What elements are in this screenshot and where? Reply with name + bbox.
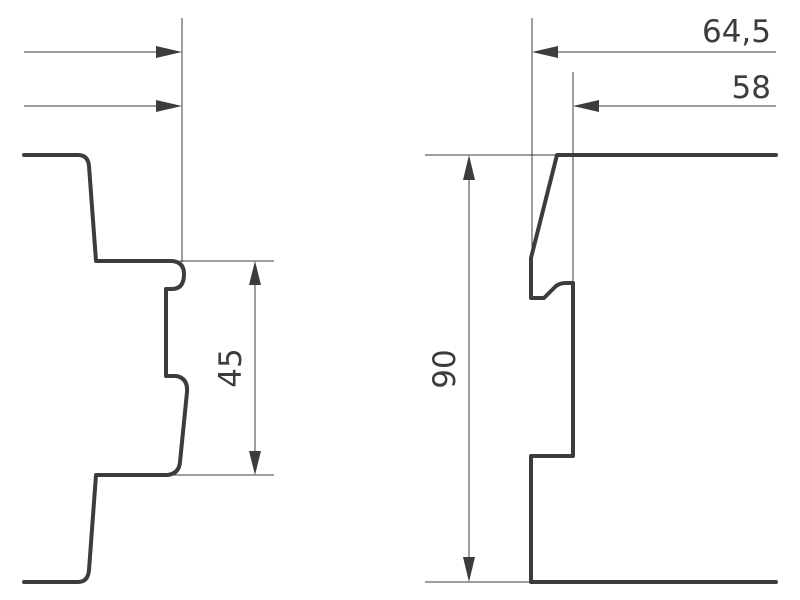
dim-45-arrowhead-bottom	[249, 451, 261, 475]
left-arrowhead-second	[156, 100, 182, 112]
left-arrowhead-top	[156, 46, 182, 58]
dim-64-5-label: 64,5	[702, 14, 771, 50]
dim-90-arrowhead-bottom	[463, 557, 475, 582]
dim-58-arrowhead	[573, 100, 599, 112]
dim-45-arrowhead-top	[249, 261, 261, 285]
right-front-profile-outline	[529, 153, 778, 584]
dim-58-label: 58	[732, 70, 771, 106]
left-side-profile-outline	[22, 153, 190, 584]
dim-45-label: 45	[213, 348, 249, 387]
dim-64-5-arrowhead	[532, 46, 558, 58]
dim-90-arrowhead-top	[463, 155, 475, 180]
dim-90-label: 90	[427, 349, 463, 388]
